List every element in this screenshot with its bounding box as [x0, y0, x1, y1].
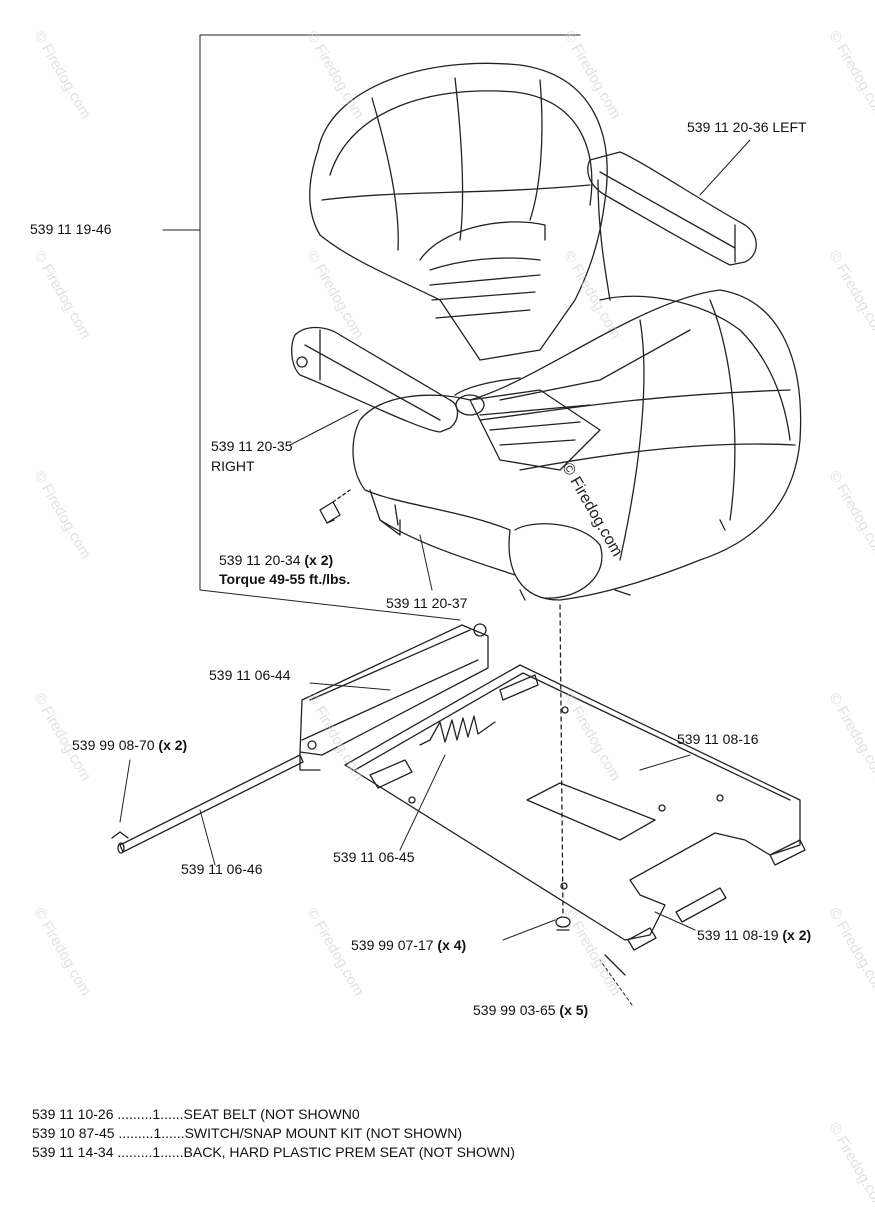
callout-539-99-07-17: 539 99 07-17 (x 4) — [351, 937, 467, 953]
not-shown-parts-list: 539 11 10-26 .........1......SEAT BELT (… — [32, 1105, 515, 1162]
callout-539-11-08-16: 539 11 08-16 — [677, 731, 759, 747]
seat-backrest — [308, 62, 608, 361]
callout-539-11-20-35: 539 11 20-35 RIGHT — [211, 438, 293, 474]
seat-plate — [344, 664, 801, 941]
callout-539-11-08-19: 539 11 08-19 (x 2) — [697, 927, 812, 943]
plate-bushings — [627, 839, 806, 951]
armrest-left — [587, 151, 757, 301]
pivot-rod — [111, 754, 304, 854]
seat-bolt — [319, 489, 351, 524]
callout-539-11-20-34: 539 11 20-34 (x 2) Torque 49-55 ft./lbs. — [219, 552, 351, 587]
armrest-right — [291, 326, 521, 433]
seat-mount-bracket — [299, 623, 489, 771]
seat-cushion — [352, 289, 802, 601]
callout-539-11-06-44: 539 11 06-44 — [209, 667, 291, 683]
callout-539-11-06-46: 539 11 06-46 — [181, 861, 263, 877]
callout-539-99-03-65: 539 99 03-65 (x 5) — [473, 1002, 589, 1018]
note-row: 539 10 87-45 .........1......SWITCH/SNAP… — [32, 1125, 462, 1141]
callout-539-11-20-37: 539 11 20-37 — [386, 595, 468, 611]
callout-539-11-20-36: 539 11 20-36 LEFT — [687, 119, 807, 135]
seat-nut — [555, 604, 571, 931]
hair-pin — [604, 954, 626, 976]
seat-spring — [369, 715, 496, 789]
assembly-bracket — [162, 34, 581, 621]
callout-539-11-06-45: 539 11 06-45 — [333, 849, 415, 865]
callout-539-99-08-70: 539 99 08-70 (x 2) — [72, 737, 188, 753]
note-row: 539 11 10-26 .........1......SEAT BELT (… — [32, 1106, 360, 1122]
callout-539-11-19-46: 539 11 19-46 — [30, 221, 112, 237]
note-row: 539 11 14-34 .........1......BACK, HARD … — [32, 1144, 515, 1160]
leader-lines — [119, 139, 751, 1006]
